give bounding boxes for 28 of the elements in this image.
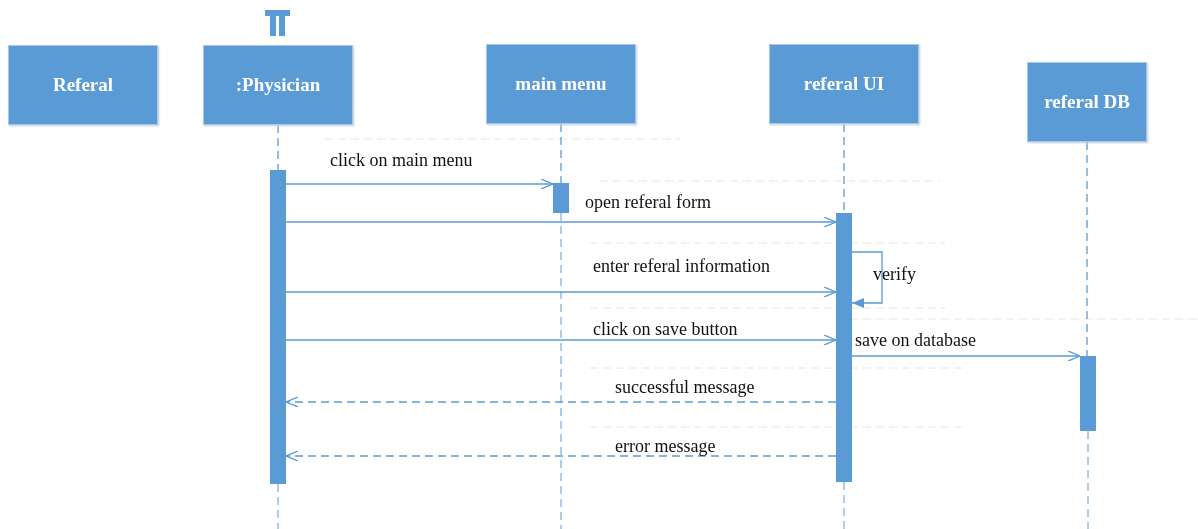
lifeline-head-box: :Physician	[203, 45, 353, 125]
activation-bar	[1080, 356, 1096, 431]
message-label: error message	[615, 436, 716, 457]
lifeline-head-box: referal UI	[769, 44, 919, 124]
message-label: save on database	[855, 330, 976, 351]
message-arrow	[851, 350, 1081, 362]
message-arrow	[285, 216, 837, 228]
message-label: successful message	[615, 377, 755, 398]
message-arrow	[285, 178, 554, 190]
lifeline-head-box: referal DB	[1027, 62, 1147, 142]
message-arrow	[285, 334, 837, 346]
activation-bar	[836, 213, 852, 482]
lifeline	[560, 123, 562, 184]
lifeline	[1086, 141, 1088, 357]
message-label: click on save button	[593, 319, 738, 340]
message-label: click on main menu	[330, 150, 473, 171]
message-arrow	[285, 450, 837, 462]
lifeline-head-box: main menu	[486, 44, 636, 124]
message-label: enter referal information	[593, 256, 770, 277]
message-label: open referal form	[585, 192, 711, 213]
message-arrow	[285, 286, 837, 298]
lifeline	[277, 124, 279, 171]
activation-bar	[270, 170, 286, 484]
message-label: verify	[873, 264, 916, 285]
lifeline-head-box: Referal	[8, 45, 158, 125]
self-message-arrow	[851, 251, 883, 308]
message-arrow	[285, 396, 837, 408]
activation-bar	[553, 183, 569, 213]
